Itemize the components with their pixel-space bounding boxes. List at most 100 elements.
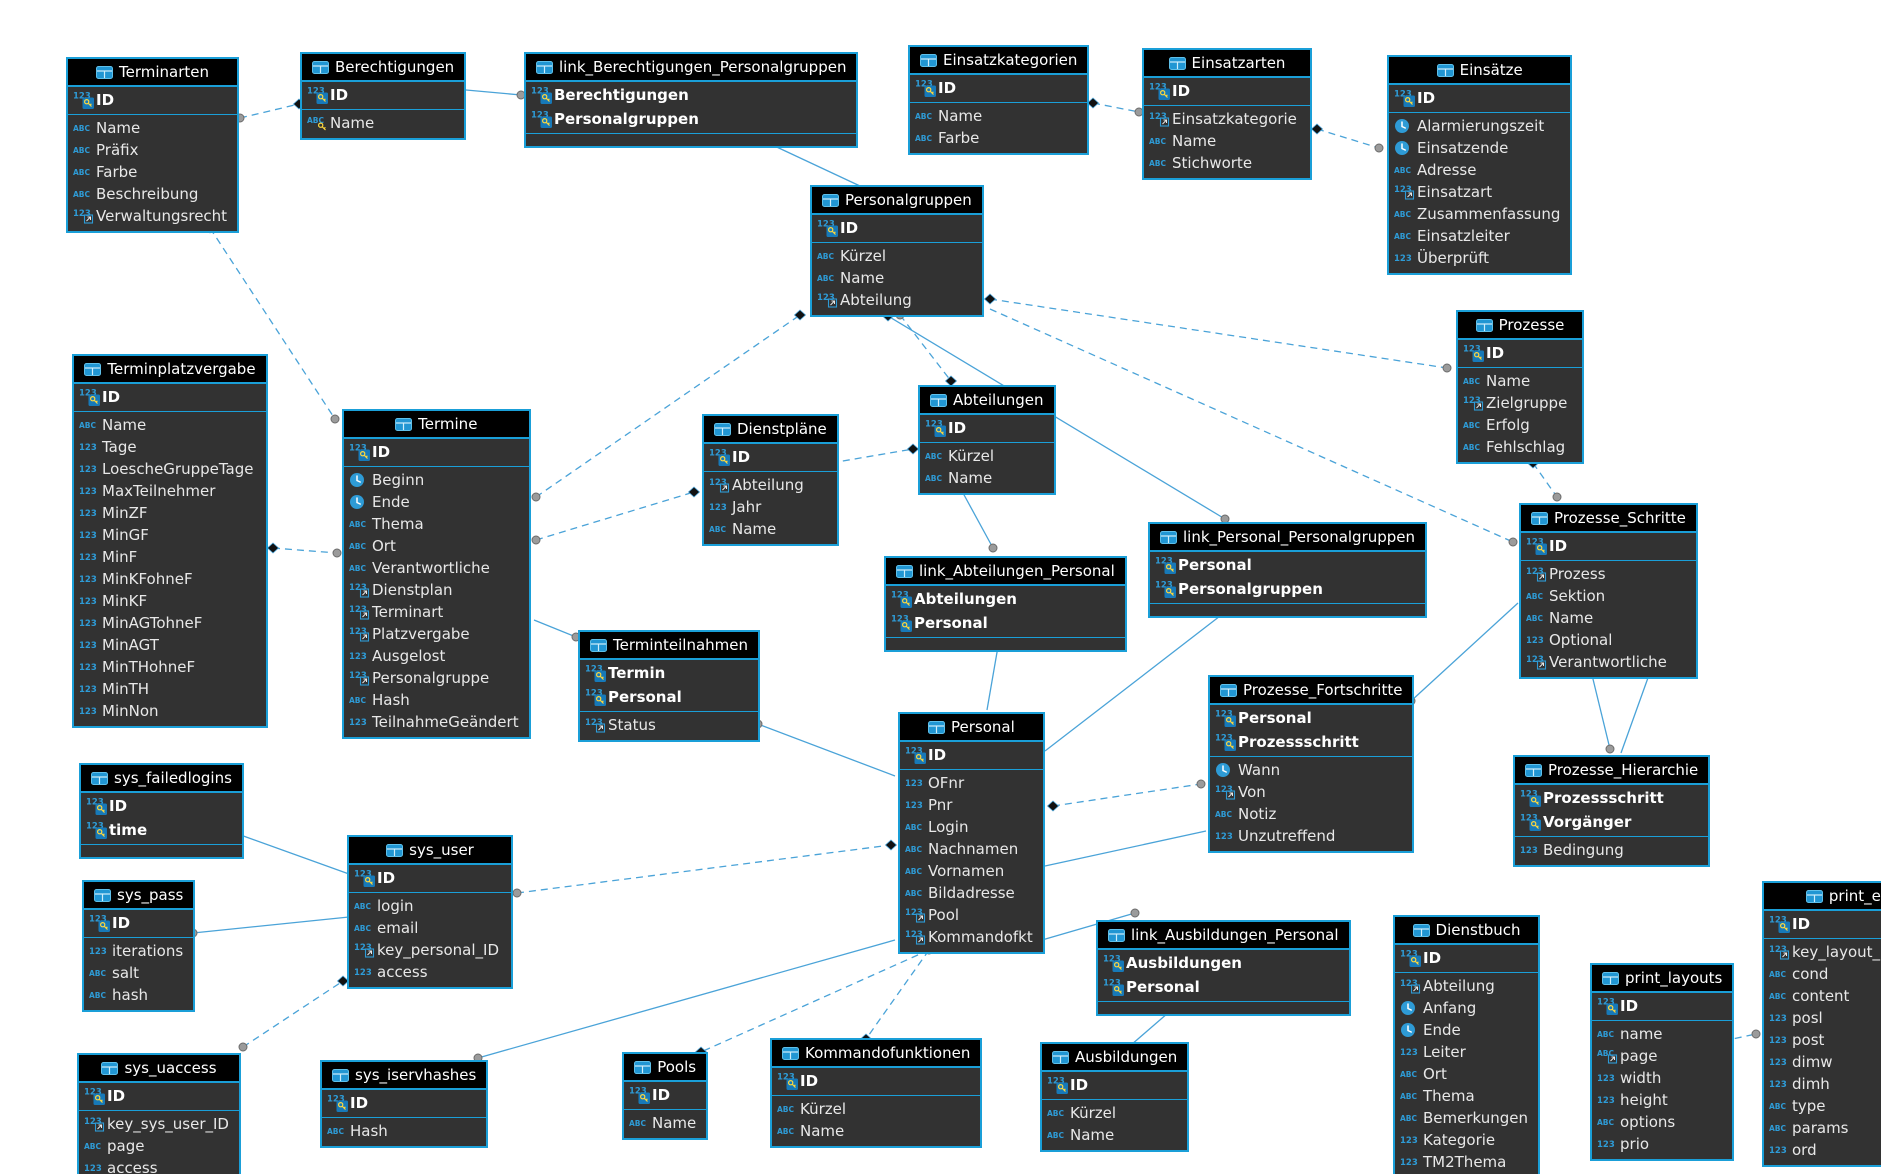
relation-line[interactable]	[242, 980, 344, 1048]
relation-line[interactable]	[533, 619, 577, 638]
relation-line[interactable]	[234, 832, 350, 875]
table-header[interactable]: Prozesse	[1458, 312, 1582, 340]
relation-line[interactable]	[757, 723, 896, 777]
relation-line[interactable]	[1044, 830, 1207, 867]
table-header[interactable]: Terminarten	[68, 59, 238, 87]
relation-line[interactable]	[865, 949, 930, 1040]
table-header[interactable]: Abteilungen	[920, 387, 1054, 415]
relation-line[interactable]	[700, 949, 930, 1053]
relation-line[interactable]	[1410, 602, 1519, 702]
table-header[interactable]: link_Personal_Personalgruppen	[1150, 524, 1426, 552]
table-header[interactable]: sys_pass	[84, 882, 194, 910]
table-header[interactable]: Dienstpläne	[704, 416, 837, 444]
relation-line[interactable]	[535, 314, 801, 498]
relation-line[interactable]	[989, 298, 1448, 369]
svg-text:123: 123	[1520, 846, 1538, 856]
table-header[interactable]: Einsatzkategorien	[910, 47, 1088, 75]
relation-line[interactable]	[1591, 674, 1611, 750]
relation-line[interactable]	[989, 308, 1514, 543]
relation-line[interactable]	[1092, 102, 1140, 113]
table-header[interactable]: Einsatzarten	[1144, 50, 1310, 78]
table-header[interactable]: print_eleme	[1764, 883, 1881, 911]
table-header[interactable]: Personal	[900, 714, 1043, 742]
table-header[interactable]: Prozesse_Schritte	[1521, 505, 1696, 533]
pk-icon: 123	[307, 86, 330, 104]
table-header[interactable]: link_Abteilungen_Personal	[886, 558, 1125, 586]
relation-line[interactable]	[1620, 674, 1650, 754]
relation-line[interactable]	[1532, 462, 1558, 498]
table-header[interactable]: link_Ausbildungen_Personal	[1098, 922, 1349, 950]
table-header[interactable]: Pools	[624, 1054, 707, 1082]
table-header[interactable]: sys_uaccess	[79, 1055, 239, 1083]
relation-line[interactable]	[830, 448, 914, 464]
field-name: Ende	[1423, 1021, 1461, 1039]
relation-line[interactable]	[962, 492, 994, 549]
table-header[interactable]: sys_iservhashes	[322, 1062, 487, 1090]
table-header[interactable]: Kommandofunktionen	[772, 1040, 981, 1068]
table-header[interactable]: Einsätze	[1389, 57, 1571, 85]
table-header[interactable]: Prozesse_Fortschritte	[1210, 677, 1413, 705]
num-icon: 123	[79, 526, 102, 544]
relation-line[interactable]	[1316, 128, 1380, 149]
table-header[interactable]: sys_failedlogins	[81, 765, 242, 793]
num-fk-icon: 123	[1215, 783, 1238, 801]
table-header[interactable]: Berechtigungen	[302, 54, 465, 82]
table-header[interactable]: link_Berechtigungen_Personalgruppen	[526, 54, 857, 82]
relation-line[interactable]	[239, 103, 300, 119]
table-header[interactable]: Ausbildungen	[1042, 1044, 1188, 1072]
table-print_eleme[interactable]: print_eleme123ID123key_layout_IABCcondAB…	[1762, 881, 1881, 1167]
relation-line[interactable]	[535, 491, 695, 541]
table-header[interactable]: Prozesse_Hierarchie	[1515, 757, 1709, 785]
table-header[interactable]: print_layouts	[1592, 965, 1733, 993]
relation-line[interactable]	[899, 314, 952, 382]
table-header[interactable]: Termine	[344, 411, 529, 439]
relation-line[interactable]	[1052, 783, 1202, 807]
relation-line[interactable]	[192, 916, 350, 934]
table-header[interactable]: Personalgruppen	[812, 187, 982, 215]
field-name: Fehlschlag	[1486, 438, 1566, 456]
relation-line[interactable]	[516, 844, 892, 894]
relation-line[interactable]	[887, 315, 1226, 520]
table-header[interactable]: sys_user	[349, 837, 511, 865]
datetime-icon	[1215, 761, 1238, 779]
table-header[interactable]: Terminteilnahmen	[580, 632, 759, 660]
relation-line[interactable]	[477, 939, 896, 1059]
relation-line[interactable]	[272, 547, 338, 554]
relation-line[interactable]	[209, 227, 336, 420]
relation-line[interactable]	[1044, 605, 1234, 752]
table-header[interactable]: Dienstbuch	[1395, 917, 1539, 945]
table-header[interactable]: Terminplatzvergabe	[74, 356, 266, 384]
